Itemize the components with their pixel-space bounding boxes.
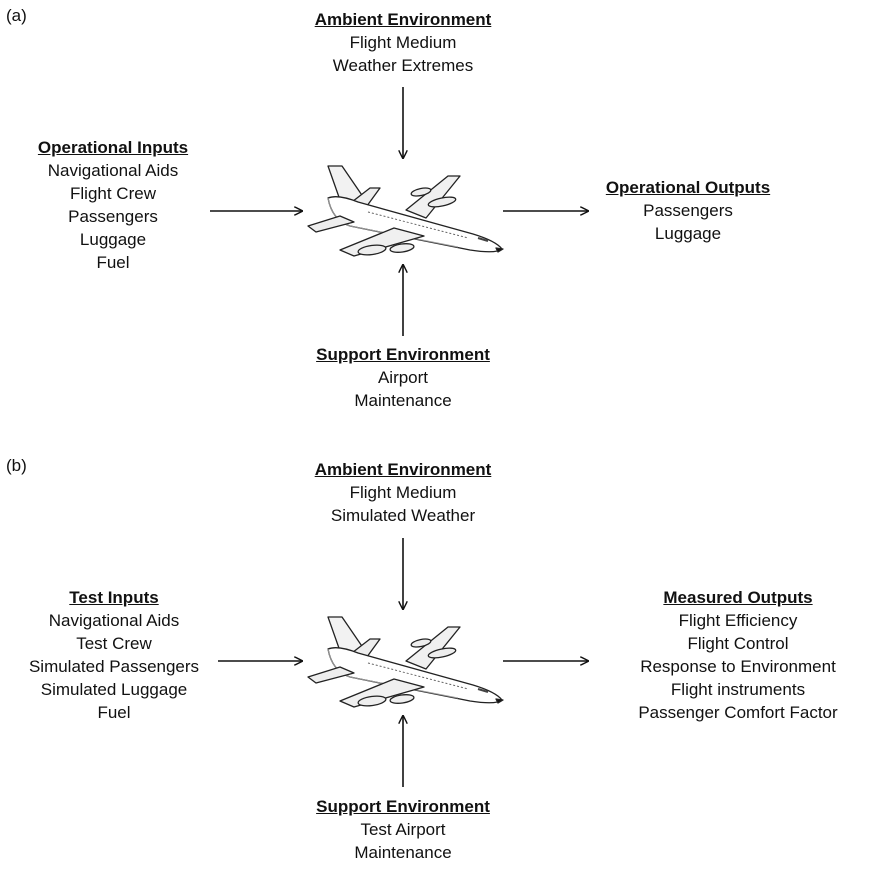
panel-b-top-heading: Ambient Environment (314, 460, 492, 479)
panel-a-bottom-heading: Support Environment (316, 345, 490, 364)
panel-b-label: (b) (6, 456, 27, 475)
panel-a-right-heading: Operational Outputs (605, 178, 771, 197)
panel-b-bottom-heading: Support Environment (316, 797, 490, 816)
panel-b-top-block: Ambient Environment Flight Medium Simula… (303, 458, 503, 527)
panel-a-top-line: Flight Medium (349, 33, 457, 52)
panel-a-top-heading: Ambient Environment (314, 10, 492, 29)
panel-a-left-line: Fuel (96, 253, 130, 272)
panel-b-right-heading: Measured Outputs (663, 588, 813, 607)
panel-a-bottom-block: Support Environment Airport Maintenance (293, 343, 513, 412)
panel-a-bottom-line: Airport (377, 368, 429, 387)
panel-a-top-block: Ambient Environment Flight Medium Weathe… (303, 8, 503, 77)
panel-b-right-line: Flight instruments (670, 680, 806, 699)
panel-a-left-line: Navigational Aids (47, 161, 179, 180)
panel-b-top-line: Flight Medium (349, 483, 457, 502)
panel-a-left-line: Flight Crew (70, 184, 156, 203)
panel-b-left-line: Fuel (97, 703, 131, 722)
panel-a-label: (a) (6, 6, 27, 25)
panel-a-left-block: Operational Inputs Navigational Aids Fli… (2, 136, 224, 274)
panel-a-left-line: Passengers (68, 207, 158, 226)
panel-a-left-heading: Operational Inputs (37, 138, 189, 157)
panel-a-right-line: Passengers (643, 201, 733, 220)
panel-b-right-line: Flight Efficiency (678, 611, 798, 630)
panel-b-right-line: Response to Environment (640, 657, 836, 676)
panel-b-left-line: Simulated Luggage (40, 680, 188, 699)
panel-a-bottom-line: Maintenance (354, 391, 452, 410)
panel-b-left-heading: Test Inputs (69, 588, 159, 607)
panel-b-right-block: Measured Outputs Flight Efficiency Fligh… (608, 586, 868, 724)
airliner-icon (307, 616, 504, 708)
panel-b-left-line: Navigational Aids (48, 611, 180, 630)
panel-a-right-block: Operational Outputs Passengers Luggage (579, 176, 797, 245)
panel-a-right-line: Luggage (654, 224, 722, 243)
panel-b-right-line: Flight Control (687, 634, 789, 653)
panel-a-top-line: Weather Extremes (332, 56, 474, 75)
panel-b-left-line: Test Crew (76, 634, 152, 653)
panel-b-bottom-line: Maintenance (354, 843, 452, 862)
panel-a-left-line: Luggage (79, 230, 147, 249)
panel-b-left-line: Simulated Passengers (28, 657, 200, 676)
airliner-icon (307, 165, 504, 257)
panel-b-bottom-line: Test Airport (360, 820, 446, 839)
panel-b-right-line: Passenger Comfort Factor (638, 703, 838, 722)
panel-b-left-block: Test Inputs Navigational Aids Test Crew … (1, 586, 227, 724)
panel-b-top-line: Simulated Weather (330, 506, 476, 525)
panel-b-bottom-block: Support Environment Test Airport Mainten… (293, 795, 513, 864)
